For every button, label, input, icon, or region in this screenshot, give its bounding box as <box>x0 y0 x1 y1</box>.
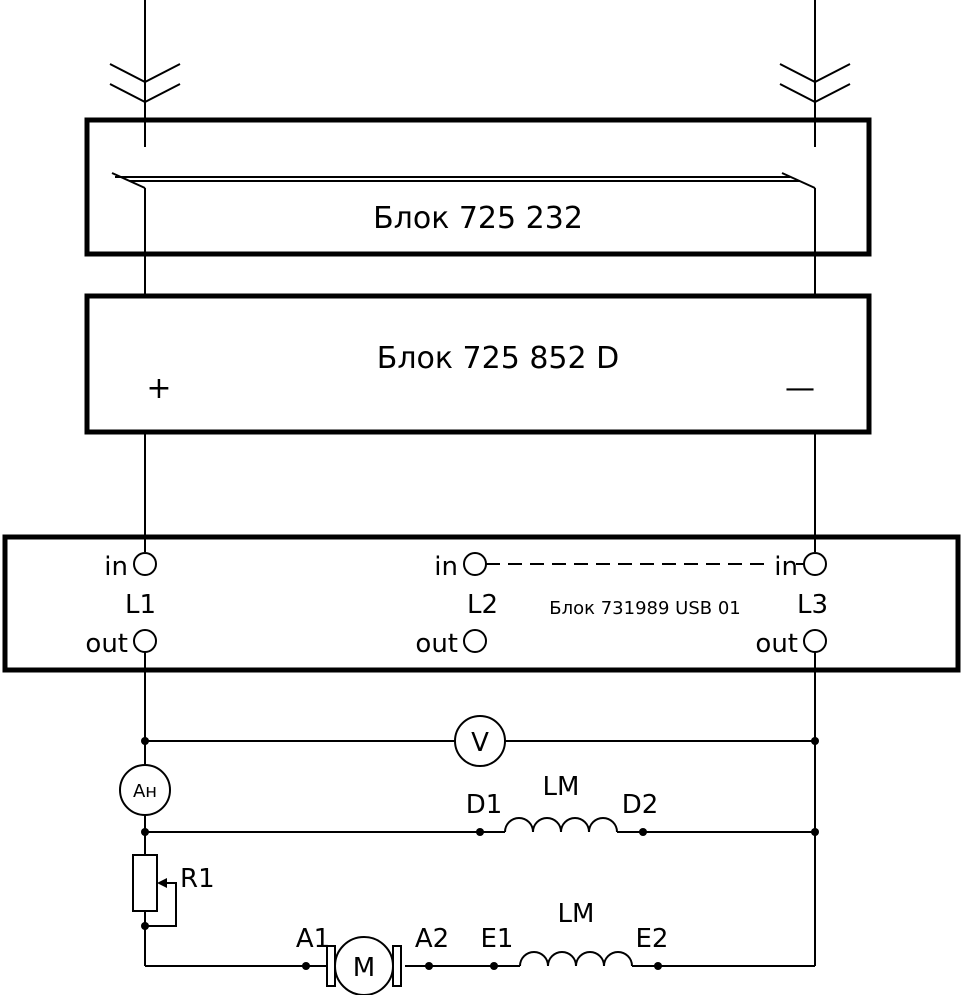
winding1-end: D2 <box>622 790 659 820</box>
ammeter <box>119 764 171 816</box>
l1-out-label: out <box>85 629 128 659</box>
winding-e1-e2 <box>519 951 633 967</box>
block-725232: Блок 725 232 <box>84 117 872 257</box>
ammeter-label: Ан <box>133 781 157 802</box>
right-input-connector <box>779 0 851 147</box>
l2-label: L2 <box>467 590 498 620</box>
plus-sign: + <box>146 371 171 406</box>
block2-title: Блок 725 852 D <box>377 341 619 376</box>
l3-out-label: out <box>755 629 798 659</box>
block-731989-usb01: in L1 out in L2 out in L3 out Блок 73198… <box>2 534 961 673</box>
block1-title: Блок 725 232 <box>373 201 583 236</box>
winding2-name: LM <box>558 899 595 929</box>
motor-terminal-a1: A1 <box>296 924 330 954</box>
block-725852d: Блок 725 852 D + — <box>84 293 872 435</box>
motor-label: M <box>353 953 375 983</box>
winding1-start: D1 <box>466 790 503 820</box>
l2-out-label: out <box>415 629 458 659</box>
l1-label: L1 <box>125 590 156 620</box>
winding1-name: LM <box>543 772 580 802</box>
minus-sign: — <box>785 371 815 406</box>
rheostat-label: R1 <box>180 864 215 894</box>
rheostat <box>132 854 158 912</box>
l3-label: L3 <box>797 590 828 620</box>
motor: M <box>326 936 402 995</box>
voltmeter-label: V <box>471 728 489 758</box>
winding-d1-d2 <box>504 817 618 833</box>
left-input-connector <box>109 0 181 147</box>
l1-in-label: in <box>104 552 128 582</box>
l3-in-label: in <box>774 552 798 582</box>
load-circuit: V Ан LM D1 D2 R1 M <box>119 652 819 995</box>
winding2-start: E1 <box>481 924 514 954</box>
winding2-end: E2 <box>636 924 669 954</box>
voltmeter <box>454 715 506 767</box>
l2-in-label: in <box>434 552 458 582</box>
block3-title: Блок 731989 USB 01 <box>549 598 740 619</box>
motor-terminal-a2: A2 <box>415 924 449 954</box>
